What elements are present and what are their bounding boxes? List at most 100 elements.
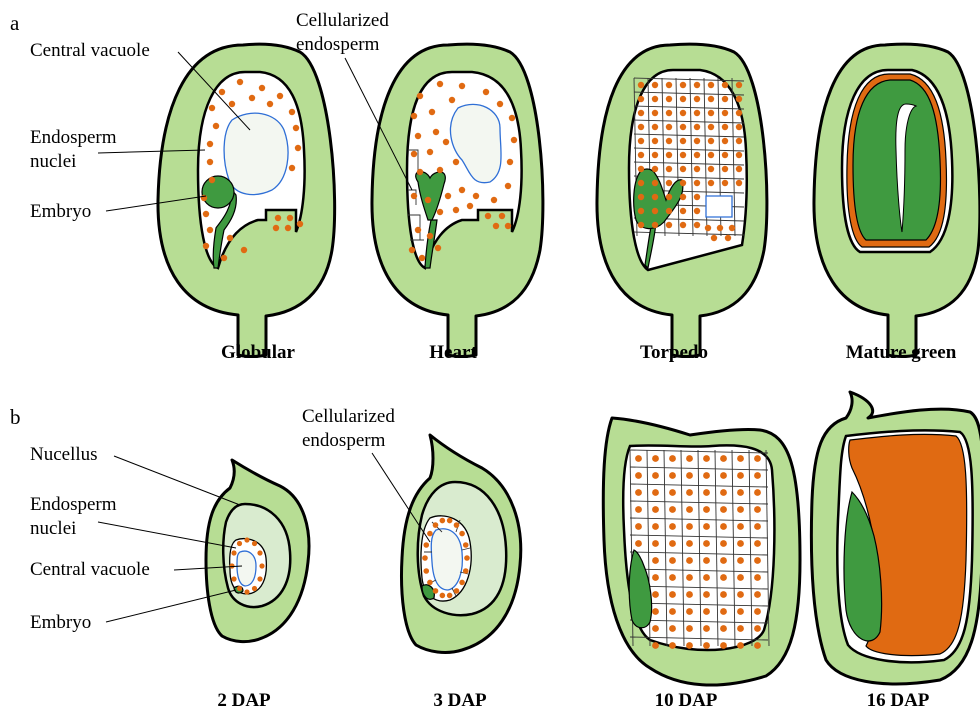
- endosperm-nucleus: [669, 625, 676, 632]
- panel-a-letter: a: [10, 11, 20, 35]
- endosperm-nucleus: [708, 166, 714, 172]
- endosperm-nucleus: [669, 608, 676, 615]
- endosperm-nucleus: [499, 213, 505, 219]
- endosperm-nucleus: [638, 138, 644, 144]
- endosperm-nucleus: [277, 93, 283, 99]
- endosperm-nucleus: [435, 245, 441, 251]
- endosperm-nucleus: [680, 166, 686, 172]
- endosperm-nucleus: [297, 221, 303, 227]
- endosperm-nucleus: [507, 159, 513, 165]
- endosperm-nucleus: [686, 625, 693, 632]
- endosperm-nucleus: [652, 540, 659, 547]
- endosperm-nucleus: [652, 96, 658, 102]
- endosperm-nucleus: [737, 608, 744, 615]
- endosperm-nucleus: [423, 568, 429, 574]
- endosperm-nucleus: [708, 180, 714, 186]
- endosperm-nucleus: [737, 642, 744, 649]
- label-embryo-b: Embryo: [30, 612, 91, 633]
- endosperm-nucleus: [483, 89, 489, 95]
- endosperm-nucleus: [429, 109, 435, 115]
- panel-b-letter: b: [10, 405, 21, 429]
- endosperm-nucleus: [669, 591, 676, 598]
- endosperm-nucleus: [440, 518, 446, 524]
- endosperm-nucleus: [423, 542, 429, 548]
- endosperm-nucleus: [722, 152, 728, 158]
- endosperm-nucleus: [686, 591, 693, 598]
- endosperm-nucleus: [203, 243, 209, 249]
- seed-mature-green: [814, 44, 980, 356]
- endosperm-nucleus: [415, 227, 421, 233]
- endosperm-nucleus: [708, 110, 714, 116]
- endosperm-nucleus: [669, 557, 676, 564]
- endosperm-nucleus: [652, 489, 659, 496]
- endosperm-nucleus: [686, 642, 693, 649]
- endosperm-nucleus: [427, 149, 433, 155]
- endosperm-nucleus: [729, 225, 735, 231]
- endosperm-nucleus: [463, 568, 469, 574]
- endosperm-nucleus: [694, 208, 700, 214]
- endosperm-nucleus: [708, 152, 714, 158]
- endosperm-nucleus: [736, 96, 742, 102]
- endosperm-nucleus: [754, 608, 761, 615]
- endosperm-nucleus: [652, 110, 658, 116]
- endosperm-nucleus: [754, 472, 761, 479]
- endosperm-nucleus: [720, 557, 727, 564]
- endosperm-nucleus: [737, 591, 744, 598]
- endosperm-nucleus: [703, 591, 710, 598]
- seed-2dap: [206, 460, 309, 642]
- stage-label-3dap: 3 DAP: [433, 690, 487, 711]
- endosperm-nucleus: [720, 642, 727, 649]
- endosperm-nucleus: [680, 138, 686, 144]
- endosperm-nucleus: [229, 101, 235, 107]
- endosperm-nucleus: [754, 455, 761, 462]
- endosperm-nucleus: [259, 85, 265, 91]
- endosperm-nucleus: [287, 215, 293, 221]
- stage-label-globular: Globular: [221, 342, 295, 363]
- endosperm-nucleus: [720, 574, 727, 581]
- endosperm-nucleus: [227, 235, 233, 241]
- endosperm-nucleus: [652, 208, 658, 214]
- endosperm-nucleus: [720, 506, 727, 513]
- label-central-vacuole-b: Central vacuole: [30, 559, 150, 580]
- endosperm-nucleus: [720, 455, 727, 462]
- label-cellularized-b-line2: endosperm: [302, 430, 386, 451]
- endosperm-nucleus: [666, 152, 672, 158]
- endosperm-nucleus: [638, 82, 644, 88]
- endosperm-nucleus: [635, 523, 642, 530]
- endosperm-nucleus: [737, 574, 744, 581]
- endosperm-nucleus: [754, 523, 761, 530]
- endosperm-nucleus: [722, 110, 728, 116]
- endosperm-nucleus: [638, 194, 644, 200]
- endosperm-nucleus: [511, 137, 517, 143]
- label-embryo-a: Embryo: [30, 201, 91, 222]
- endosperm-nucleus: [244, 589, 249, 594]
- endosperm-nucleus: [754, 591, 761, 598]
- endosperm-nucleus: [422, 555, 428, 561]
- endosperm-nucleus: [285, 225, 291, 231]
- endosperm-nucleus: [708, 82, 714, 88]
- endosperm-nucleus: [652, 166, 658, 172]
- endosperm-nucleus: [453, 159, 459, 165]
- endosperm-nucleus: [652, 506, 659, 513]
- endosperm-nucleus: [295, 145, 301, 151]
- endosperm-nucleus: [252, 586, 257, 591]
- endosperm-nucleus: [459, 580, 465, 586]
- endosperm-nucleus: [425, 197, 431, 203]
- endosperm-nucleus: [201, 195, 207, 201]
- endosperm-nucleus: [417, 93, 423, 99]
- endosperm-nucleus: [433, 129, 439, 135]
- endosperm-nucleus: [411, 151, 417, 157]
- endosperm-nucleus: [275, 215, 281, 221]
- endosperm-nucleus: [686, 472, 693, 479]
- endosperm-nucleus: [703, 625, 710, 632]
- endosperm-nucleus: [244, 537, 249, 542]
- endosperm-nucleus: [638, 110, 644, 116]
- endosperm-nucleus: [207, 141, 213, 147]
- endosperm-nucleus: [737, 472, 744, 479]
- endosperm-nucleus: [694, 96, 700, 102]
- endosperm-nucleus: [669, 489, 676, 496]
- endosperm-nucleus: [666, 82, 672, 88]
- endosperm-nucleus: [705, 225, 711, 231]
- endosperm-nucleus: [680, 222, 686, 228]
